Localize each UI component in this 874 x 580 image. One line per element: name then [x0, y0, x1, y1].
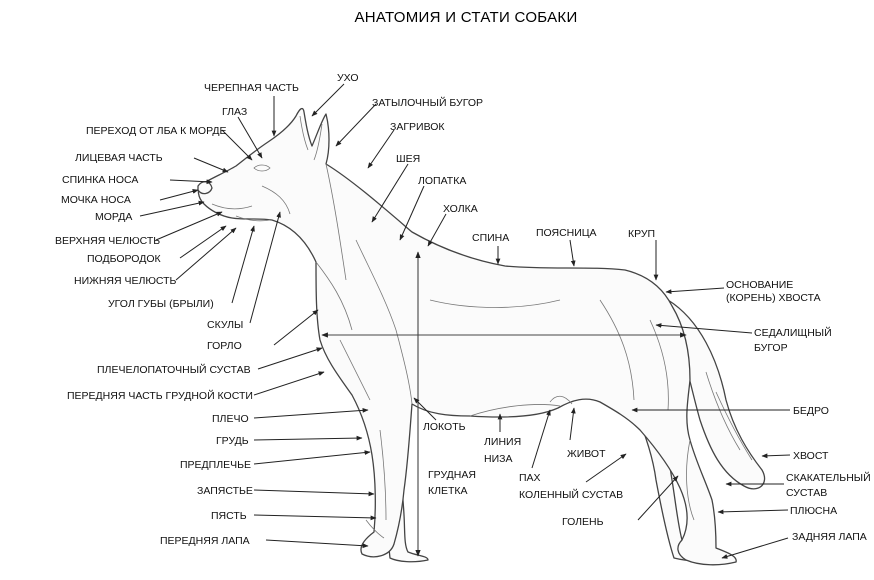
label-mochka: МОЧКА НОСА: [61, 194, 131, 206]
label-perednyaya-lapa: ПЕРЕДНЯЯ ЛАПА: [160, 535, 250, 547]
label-sheya: ШЕЯ: [396, 153, 420, 165]
label-perekhod: ПЕРЕХОД ОТ ЛБА К МОРДЕ: [86, 125, 227, 137]
label-plecho: ПЛЕЧО: [212, 413, 249, 425]
label-grud: ГРУДЬ: [216, 435, 249, 447]
label-nizhnyaya: НИЖНЯЯ ЧЕЛЮСТЬ: [74, 275, 177, 287]
label-kolenny: КОЛЕННЫЙ СУСТАВ: [519, 488, 623, 501]
label-lokot: ЛОКОТЬ: [423, 421, 466, 433]
label-osnovanie-line1: ОСНОВАНИЕ: [726, 279, 793, 291]
label-liniya-line2: НИЗА: [484, 453, 512, 465]
label-plechelopatochny: ПЛЕЧЕЛОПАТОЧНЫЙ СУСТАВ: [97, 363, 251, 376]
label-zatylochny: ЗАТЫЛОЧНЫЙ БУГОР: [372, 96, 483, 109]
label-krup: КРУП: [628, 228, 655, 240]
label-litsevaya: ЛИЦЕВАЯ ЧАСТЬ: [75, 152, 163, 164]
label-gorlo: ГОРЛО: [207, 340, 242, 352]
label-golen: ГОЛЕНЬ: [562, 516, 604, 528]
label-zhivot: ЖИВОТ: [567, 448, 606, 460]
label-pakh: ПАХ: [519, 472, 541, 484]
label-grudnaya-line1: ГРУДНАЯ: [428, 469, 476, 481]
dog-illustration: [198, 109, 765, 565]
label-osnovanie-line2: (КОРЕНЬ) ХВОСТА: [726, 292, 821, 304]
label-cherepnaya: ЧЕРЕПНАЯ ЧАСТЬ: [204, 82, 299, 94]
label-glaz: ГЛАЗ: [222, 106, 247, 118]
label-plyusna: ПЛЮСНА: [790, 505, 837, 517]
label-verkhnyaya: ВЕРХНЯЯ ЧЕЛЮСТЬ: [55, 235, 160, 247]
label-pyast: ПЯСТЬ: [211, 510, 247, 522]
label-sedalishchny-line1: СЕДАЛИЩНЫЙ: [754, 326, 832, 339]
label-spinka-nosa: СПИНКА НОСА: [62, 174, 138, 186]
label-bedro: БЕДРО: [793, 405, 829, 417]
label-poyasnitsa: ПОЯСНИЦА: [536, 227, 597, 239]
label-podborodok: ПОДБОРОДОК: [87, 253, 162, 265]
label-zagrivok: ЗАГРИВОК: [390, 121, 445, 133]
label-khvost: ХВОСТ: [793, 450, 829, 462]
label-kholka: ХОЛКА: [443, 203, 478, 215]
label-skakatelny-line2: СУСТАВ: [786, 487, 827, 499]
label-predplechye: ПРЕДПЛЕЧЬЕ: [180, 459, 251, 471]
label-perednyaya-grud: ПЕРЕДНЯЯ ЧАСТЬ ГРУДНОЙ КОСТИ: [67, 389, 253, 402]
label-spina: СПИНА: [472, 232, 509, 244]
label-skuly: СКУЛЫ: [207, 319, 243, 331]
label-lopatka: ЛОПАТКА: [418, 175, 466, 187]
label-morda: МОРДА: [95, 211, 132, 223]
label-zadnyaya-lapa: ЗАДНЯЯ ЛАПА: [792, 531, 867, 543]
label-skakatelny-line1: СКАКАТЕЛЬНЫЙ: [786, 471, 871, 484]
label-liniya-line1: ЛИНИЯ: [484, 436, 521, 448]
label-zapyastye: ЗАПЯСТЬЕ: [197, 485, 253, 497]
label-grudnaya-line2: КЛЕТКА: [428, 485, 468, 497]
diagram-title: АНАТОМИЯ И СТАТИ СОБАКИ: [354, 9, 577, 26]
label-ugol-guby: УГОЛ ГУБЫ (БРЫЛИ): [108, 298, 214, 310]
label-sedalishchny-line2: БУГОР: [754, 342, 788, 354]
label-ukho: УХО: [337, 72, 359, 84]
